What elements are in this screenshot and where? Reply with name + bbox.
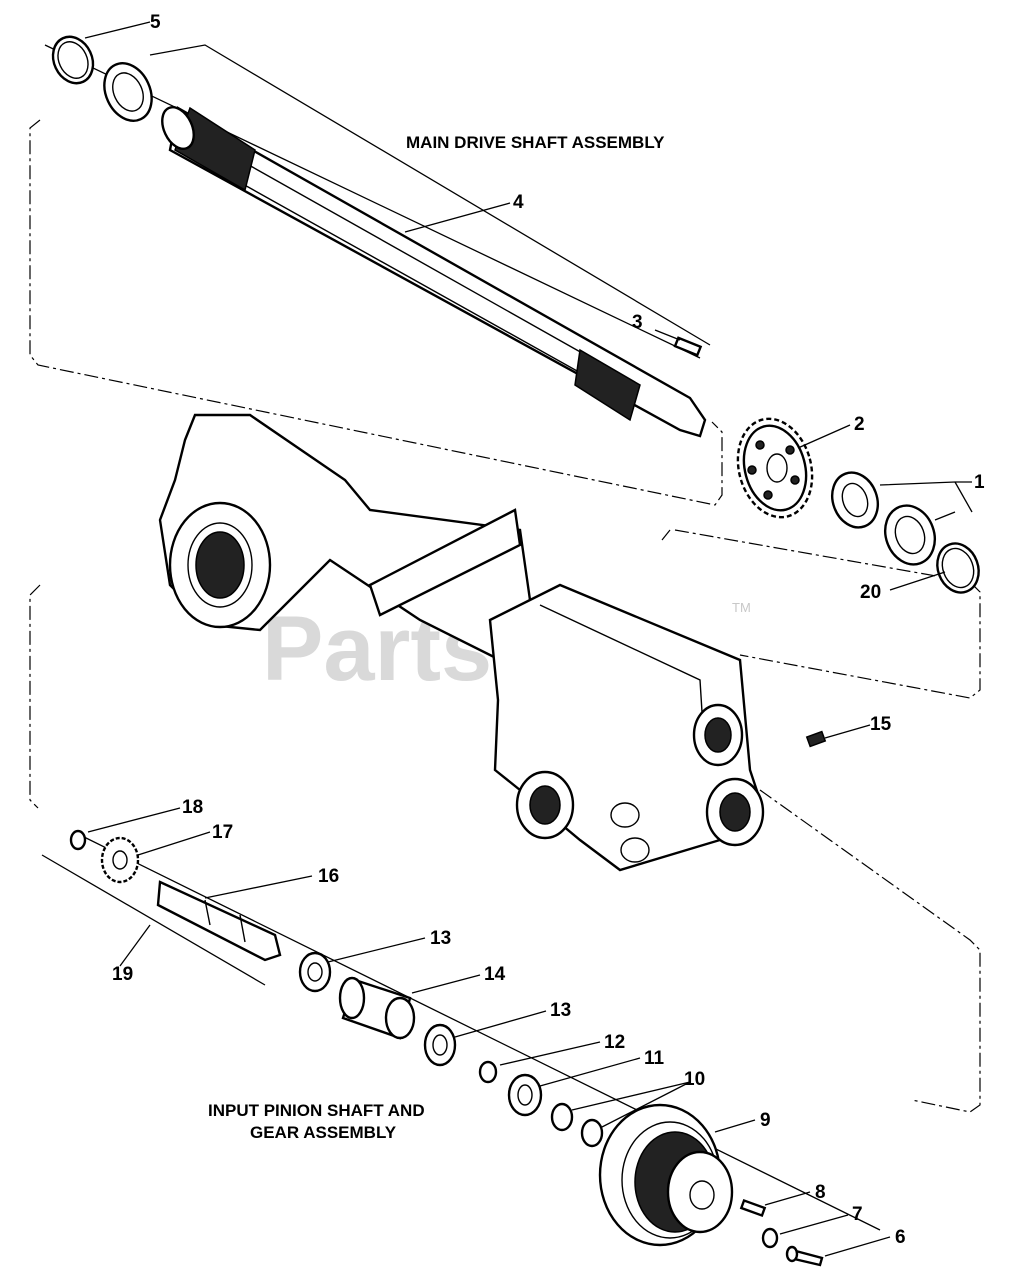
part-19-bracket-line bbox=[41, 854, 266, 986]
part-8-key bbox=[739, 1198, 767, 1218]
input-pinion-axis-line bbox=[79, 834, 881, 1231]
transmission-housing bbox=[158, 413, 765, 872]
part-13-washer-b bbox=[423, 1023, 457, 1067]
part-12-retaining-ring bbox=[478, 1060, 498, 1084]
callout-1: 1 bbox=[974, 472, 985, 493]
callout-16: 16 bbox=[318, 866, 339, 887]
part-5-snap-ring bbox=[51, 35, 95, 85]
callout-13-upper: 13 bbox=[430, 928, 451, 949]
part-11-bearing bbox=[507, 1073, 543, 1117]
part-7-washer bbox=[761, 1227, 779, 1249]
part-20-snap-ring bbox=[936, 542, 980, 594]
input-pinion-title-line1: INPUT PINION SHAFT AND bbox=[208, 1101, 425, 1120]
part-10-washer-a bbox=[550, 1102, 574, 1132]
callout-7: 7 bbox=[852, 1204, 863, 1225]
callout-6: 6 bbox=[895, 1227, 906, 1248]
part-9-pulley bbox=[598, 1103, 734, 1247]
callout-13-lower: 13 bbox=[550, 1000, 571, 1021]
part-1-bearing-cone bbox=[831, 471, 879, 529]
part-18-retaining-ring bbox=[69, 829, 87, 851]
part-15-set-screw bbox=[805, 730, 827, 748]
part-4-main-drive-shaft bbox=[161, 106, 707, 438]
part-3-key bbox=[673, 336, 703, 357]
part-2-gear bbox=[736, 417, 814, 519]
part-5-bearing-cup bbox=[103, 62, 153, 122]
callout-8: 8 bbox=[815, 1182, 826, 1203]
main-shaft-dashed-boundary bbox=[29, 119, 723, 506]
callout-4: 4 bbox=[513, 192, 524, 213]
leader-lines bbox=[84, 21, 973, 1257]
callout-17: 17 bbox=[212, 822, 233, 843]
callout-3: 3 bbox=[632, 312, 643, 333]
watermark-tm: TM bbox=[732, 600, 751, 615]
callout-19: 19 bbox=[112, 964, 133, 985]
callout-20: 20 bbox=[860, 582, 881, 603]
callout-9: 9 bbox=[760, 1110, 771, 1131]
part-1-bearing-cup bbox=[884, 504, 936, 566]
shaft-axis-line bbox=[44, 44, 701, 359]
callout-15: 15 bbox=[870, 714, 892, 735]
part-6-bolt bbox=[785, 1245, 824, 1267]
housing-dashed-boundary bbox=[29, 529, 981, 1113]
callout-12: 12 bbox=[604, 1032, 625, 1053]
callout-2: 2 bbox=[854, 414, 865, 435]
part-5-group-line bbox=[149, 44, 711, 346]
input-pinion-title-line2: GEAR ASSEMBLY bbox=[250, 1123, 397, 1142]
part-13-washer-a bbox=[298, 951, 332, 993]
part-16-pinion-shaft bbox=[156, 880, 282, 962]
callout-5: 5 bbox=[150, 12, 161, 33]
main-drive-shaft-title: MAIN DRIVE SHAFT ASSEMBLY bbox=[406, 133, 665, 152]
callout-18: 18 bbox=[182, 797, 203, 818]
callout-11: 11 bbox=[644, 1048, 665, 1069]
callout-10: 10 bbox=[684, 1069, 705, 1090]
part-10-washer-b bbox=[580, 1118, 604, 1148]
part-17-pinion-gear bbox=[100, 836, 140, 884]
part-14-bushing bbox=[338, 976, 416, 1040]
callout-14: 14 bbox=[484, 964, 506, 985]
